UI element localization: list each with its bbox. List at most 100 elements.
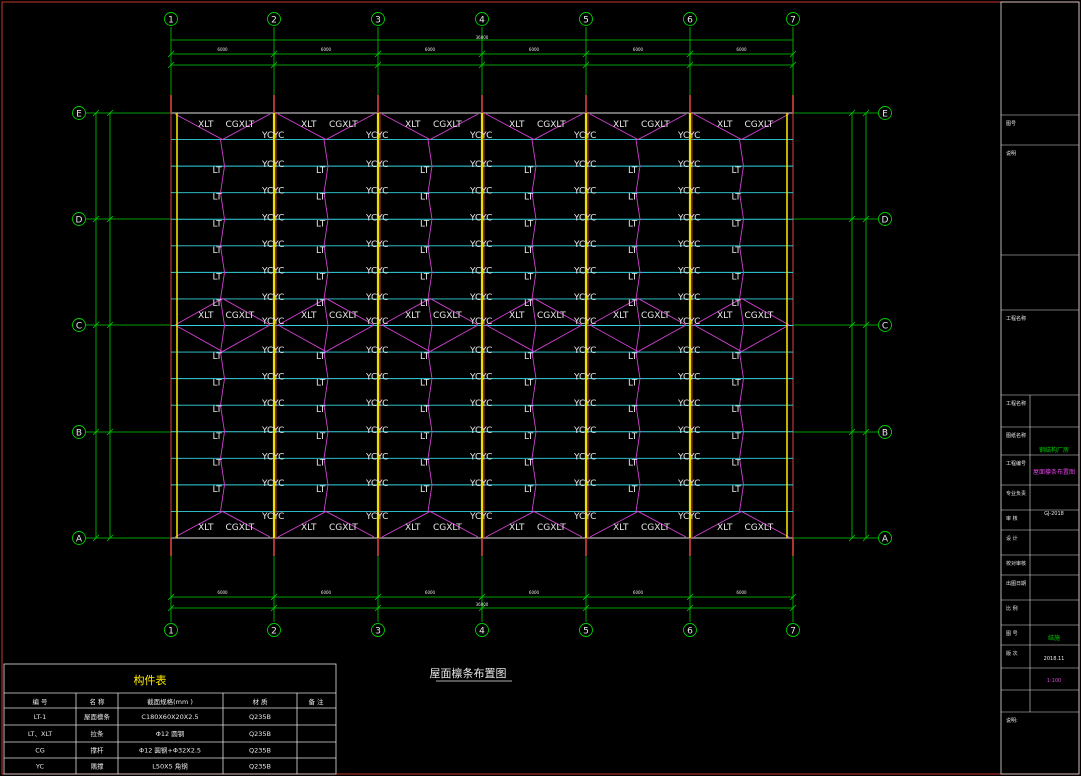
grid-bubble-top [371,12,385,26]
grid-bubble-left [72,425,86,439]
lt-label: LT [628,246,638,256]
tie-rod [589,113,639,140]
grid-bubble-bottom [267,623,281,637]
ycyc-label: YCYC [573,317,596,327]
ycyc-label: YCYC [365,266,388,276]
grid-bubble-right [878,212,892,226]
cgxlt-label: CGXLT [537,120,566,130]
grid-bubble-bottom [164,623,178,637]
grid-bubble-left [72,318,86,332]
ycyc-label: YCYC [469,131,492,141]
dimension-tick [789,61,797,69]
grid-bubble-right-text: E [882,110,888,120]
ycyc-label: YCYC [469,479,492,489]
rafter-layer [170,95,794,556]
ycyc-label: YCYC [261,426,284,436]
ycyc-label: YCYC [573,266,596,276]
tie-rod [222,298,271,326]
bay-dimension-text: 6000 [321,47,332,52]
ycyc-label: YCYC [365,160,388,170]
tie-rod [222,511,271,538]
xlt-label: XLT [717,311,733,321]
grid-bubble-top [579,12,593,26]
ycyc-label: YCYC [677,240,700,250]
ycyc-label: YCYC [677,426,700,436]
xlt-label: XLT [613,311,629,321]
straight-tie-rod [531,139,537,512]
dimension-tick [167,604,175,612]
ycyc-label: YCYC [469,452,492,462]
xlt-label: XLT [198,311,214,321]
grid-bubble-right [878,531,892,545]
title-block-label: 校对审核 [1006,560,1026,567]
grid-bubble-bottom-text: 4 [479,627,485,637]
grid-bubble-bottom [475,623,489,637]
cgxlt-label: CGXLT [329,311,358,321]
ycyc-label: YCYC [365,131,388,141]
dimension-tick [582,593,590,601]
grid-bubble-top-text: 5 [583,16,589,26]
ycyc-label: YCYC [261,452,284,462]
grid-bubble-right [878,425,892,439]
lt-label: LT [524,193,534,203]
tie-rod [741,511,790,538]
lt-label: LT [628,352,638,362]
grid-bubble-top [786,12,800,26]
cgxlt-label: CGXLT [226,120,255,130]
xlt-label: XLT [301,523,317,533]
cgxlt-label: CGXLT [226,311,255,321]
tie-rod [693,298,742,326]
ycyc-label: YCYC [469,426,492,436]
lt-label: LT [316,405,326,415]
lt-label: LT [524,166,534,176]
ycyc-label: YCYC [677,346,700,356]
ycyc-label: YCYC [365,426,388,436]
ycyc-label: YCYC [261,399,284,409]
title-block-design: 结施 [1048,634,1060,642]
dimension-tick [92,534,100,542]
ycyc-label: YCYC [573,373,596,383]
tie-rod [174,298,223,326]
tie-rod [741,298,790,326]
member-table-cell: Q235B [249,747,271,755]
title-block-label: 比 例 [1006,605,1018,612]
ycyc-label: YCYC [469,160,492,170]
ycyc-label: YCYC [469,266,492,276]
bay-dimension-text: 6000 [736,590,747,595]
lt-label: LT [316,379,326,389]
ycyc-label: YCYC [573,213,596,223]
xlt-label: XLT [613,120,629,130]
title-block-date: 2018.11 [1044,656,1065,662]
dimension-tick [106,215,114,223]
lt-label: LT [732,352,742,362]
tie-rod [485,511,535,538]
member-table-header: 编 号 [32,697,48,706]
straight-tie-rod [427,139,433,512]
lt-label: LT [213,219,223,229]
ycyc-label: YCYC [573,240,596,250]
xlt-label: XLT [405,523,421,533]
member-table-cell: LT-1 [34,713,47,721]
lt-label: LT [420,193,430,203]
lt-label: LT [213,272,223,282]
dimension-tick [789,604,797,612]
ycyc-label: YCYC [365,512,388,522]
lt-label: LT [213,458,223,468]
grid-bubble-top [164,12,178,26]
cgxlt-label: CGXLT [745,311,774,321]
straight-tie-rod [323,139,329,512]
title-block-label: 出图日期 [1006,580,1026,587]
title-block-label: 工程名称 [1006,400,1026,407]
dimension-tick [374,604,382,612]
grid-bubble-bottom-text: 7 [790,627,796,637]
lt-label: LT [316,299,326,309]
cgxlt-label: CGXLT [329,523,358,533]
dimension-tick [848,428,856,436]
lt-label: LT [732,246,742,256]
ycyc-label: YCYC [365,346,388,356]
title-block-notes-title: 说明: [1006,717,1018,724]
bay-dimension-text: 6000 [217,47,228,52]
member-table-cell: 撑杆 [91,746,105,755]
cgxlt-label: CGXLT [329,120,358,130]
lt-label: LT [316,432,326,442]
